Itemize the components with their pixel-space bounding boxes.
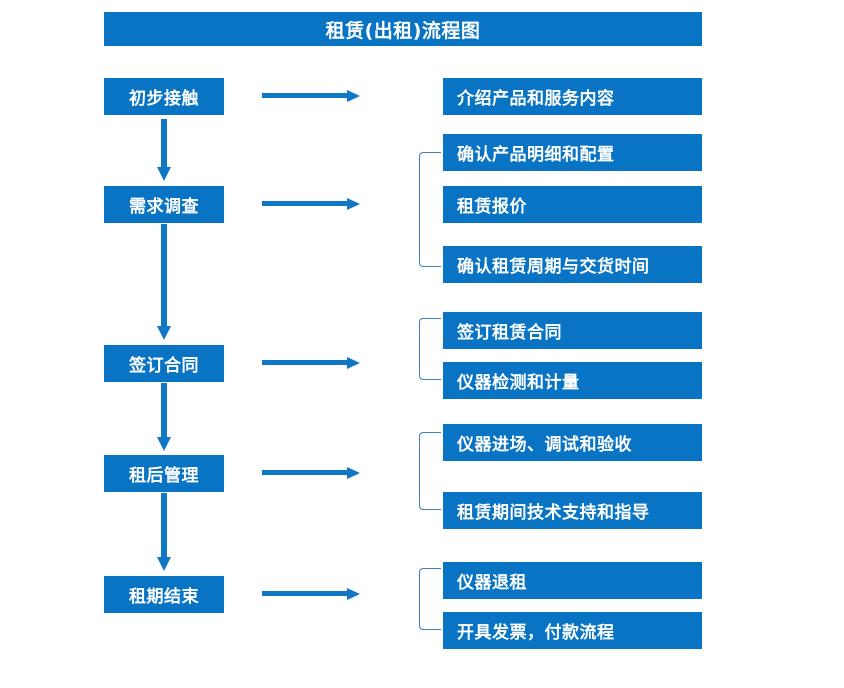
horizontal-arrow-3 <box>262 354 362 372</box>
horizontal-arrow-4 <box>262 464 362 482</box>
stage-box-4[interactable]: 租后管理 <box>104 455 224 492</box>
group-bracket-2 <box>419 318 441 380</box>
detail-box-5[interactable]: 签订租赁合同 <box>443 312 702 349</box>
vertical-arrow-4 <box>155 493 173 573</box>
group-bracket-1 <box>419 152 441 267</box>
detail-box-10[interactable]: 开具发票，付款流程 <box>443 612 702 649</box>
stage-box-5[interactable]: 租期结束 <box>104 576 224 613</box>
detail-box-6[interactable]: 仪器检测和计量 <box>443 362 702 399</box>
detail-box-9[interactable]: 仪器退租 <box>443 562 702 599</box>
detail-box-2[interactable]: 确认产品明细和配置 <box>443 134 702 171</box>
stage-box-2[interactable]: 需求调查 <box>104 186 224 223</box>
detail-box-4[interactable]: 确认租赁周期与交货时间 <box>443 246 702 283</box>
horizontal-arrow-2 <box>262 195 362 213</box>
vertical-arrow-2 <box>155 224 173 342</box>
group-bracket-3 <box>419 432 441 510</box>
detail-box-7[interactable]: 仪器进场、调试和验收 <box>443 424 702 461</box>
detail-box-3[interactable]: 租赁报价 <box>443 186 702 223</box>
vertical-arrow-1 <box>155 119 173 183</box>
stage-box-3[interactable]: 签订合同 <box>104 345 224 382</box>
vertical-arrow-3 <box>155 383 173 453</box>
horizontal-arrow-1 <box>262 87 362 105</box>
flowchart-title: 租赁(出租)流程图 <box>104 12 702 46</box>
stage-box-1[interactable]: 初步接触 <box>104 78 224 115</box>
group-bracket-4 <box>419 568 441 630</box>
detail-box-1[interactable]: 介绍产品和服务内容 <box>443 78 702 115</box>
detail-box-8[interactable]: 租赁期间技术支持和指导 <box>443 492 702 529</box>
horizontal-arrow-5 <box>262 585 362 603</box>
